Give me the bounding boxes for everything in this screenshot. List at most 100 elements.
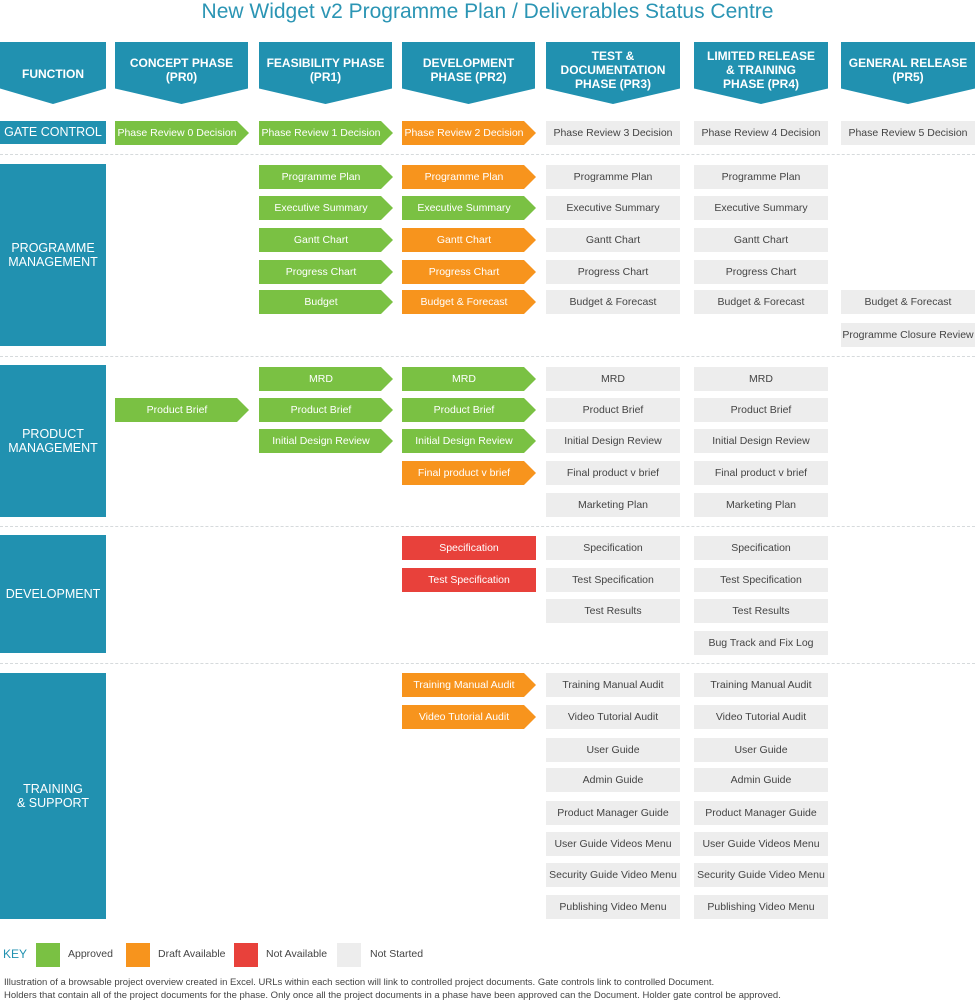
doc-cell[interactable]: User Guide Videos Menu — [546, 832, 680, 856]
header-test-documentation-phase[interactable]: TEST & DOCUMENTATION PHASE (PR3) — [546, 42, 680, 104]
divider — [0, 356, 975, 357]
doc-cell[interactable]: Security Guide Video Menu — [546, 863, 680, 887]
doc-cell[interactable]: Test Results — [546, 599, 680, 623]
doc-cell[interactable]: Marketing Plan — [546, 493, 680, 517]
doc-cell[interactable]: Product Brief — [259, 398, 393, 422]
gate-pr0-decision[interactable]: Phase Review 0 Decision — [115, 121, 249, 145]
doc-cell[interactable]: Executive Summary — [546, 196, 680, 220]
doc-cell[interactable]: Marketing Plan — [694, 493, 828, 517]
doc-cell[interactable]: MRD — [546, 367, 680, 391]
header-concept-phase[interactable]: CONCEPT PHASE (PR0) — [115, 42, 248, 104]
doc-cell[interactable]: Progress Chart — [402, 260, 536, 284]
doc-cell[interactable]: Admin Guide — [546, 768, 680, 792]
header-development-phase[interactable]: DEVELOPMENT PHASE (PR2) — [402, 42, 535, 104]
doc-cell[interactable]: Test Results — [694, 599, 828, 623]
doc-cell[interactable]: Programme Closure Review — [841, 323, 975, 347]
doc-cell[interactable]: Progress Chart — [546, 260, 680, 284]
doc-cell[interactable]: Test Specification — [694, 568, 828, 592]
divider — [0, 526, 975, 527]
doc-cell[interactable]: Initial Design Review — [694, 429, 828, 453]
doc-cell[interactable]: Initial Design Review — [402, 429, 536, 453]
doc-cell[interactable]: Final product v brief — [694, 461, 828, 485]
doc-cell[interactable]: Programme Plan — [259, 165, 393, 189]
doc-cell[interactable]: Budget & Forecast — [694, 290, 828, 314]
doc-cell[interactable]: User Guide Videos Menu — [694, 832, 828, 856]
divider — [0, 154, 975, 155]
doc-cell[interactable]: MRD — [694, 367, 828, 391]
doc-cell[interactable]: Test Specification — [546, 568, 680, 592]
doc-cell[interactable]: User Guide — [694, 738, 828, 762]
doc-cell[interactable]: Initial Design Review — [546, 429, 680, 453]
key-text-approved: Approved — [68, 948, 113, 960]
key-text-not-available: Not Available — [266, 948, 328, 960]
key-swatch-draft — [126, 943, 150, 967]
gate-control-label: GATE CONTROL — [0, 121, 106, 144]
doc-cell[interactable]: Budget — [259, 290, 393, 314]
doc-cell[interactable]: Programme Plan — [694, 165, 828, 189]
doc-cell[interactable]: Test Specification — [402, 568, 536, 592]
doc-cell[interactable]: Product Manager Guide — [546, 801, 680, 825]
doc-cell[interactable]: Product Manager Guide — [694, 801, 828, 825]
doc-cell[interactable]: MRD — [402, 367, 536, 391]
doc-cell[interactable]: MRD — [259, 367, 393, 391]
doc-cell[interactable]: Specification — [402, 536, 536, 560]
doc-cell[interactable]: Programme Plan — [546, 165, 680, 189]
doc-cell[interactable]: Admin Guide — [694, 768, 828, 792]
doc-cell[interactable]: Training Manual Audit — [694, 673, 828, 697]
header-limited-release-phase[interactable]: LIMITED RELEASE & TRAINING PHASE (PR4) — [694, 42, 828, 104]
doc-cell[interactable]: Gantt Chart — [259, 228, 393, 252]
doc-cell[interactable]: Specification — [694, 536, 828, 560]
gate-pr1-decision[interactable]: Phase Review 1 Decision — [259, 121, 393, 145]
doc-cell[interactable]: Publishing Video Menu — [546, 895, 680, 919]
doc-cell[interactable]: Product Brief — [694, 398, 828, 422]
doc-cell[interactable]: Executive Summary — [259, 196, 393, 220]
doc-cell[interactable]: Gantt Chart — [546, 228, 680, 252]
section-programme-management: PROGRAMME MANAGEMENT — [0, 164, 106, 346]
key-swatch-not-available — [234, 943, 258, 967]
key-text-not-started: Not Started — [370, 948, 424, 960]
doc-cell[interactable]: Training Manual Audit — [546, 673, 680, 697]
header-function: FUNCTION — [0, 42, 106, 104]
header-feasibility-phase[interactable]: FEASIBILITY PHASE (PR1) — [259, 42, 392, 104]
doc-cell[interactable]: Final product v brief — [546, 461, 680, 485]
doc-cell[interactable]: Product Brief — [402, 398, 536, 422]
doc-cell[interactable]: Gantt Chart — [694, 228, 828, 252]
doc-cell[interactable]: User Guide — [546, 738, 680, 762]
header-general-release-phase[interactable]: GENERAL RELEASE (PR5) — [841, 42, 975, 104]
doc-cell[interactable]: Initial Design Review — [259, 429, 393, 453]
doc-cell[interactable]: Progress Chart — [259, 260, 393, 284]
doc-cell[interactable]: Budget & Forecast — [841, 290, 975, 314]
doc-cell[interactable]: Video Tutorial Audit — [402, 705, 536, 729]
key-label: KEY — [3, 947, 28, 961]
section-product-management: PRODUCT MANAGEMENT — [0, 365, 106, 517]
doc-cell[interactable]: Specification — [546, 536, 680, 560]
doc-cell[interactable]: Video Tutorial Audit — [694, 705, 828, 729]
doc-cell[interactable]: Executive Summary — [402, 196, 536, 220]
page-title: New Widget v2 Programme Plan / Deliverab… — [201, 0, 774, 23]
doc-cell[interactable]: Bug Track and Fix Log — [694, 631, 828, 655]
gate-pr5-decision[interactable]: Phase Review 5 Decision — [841, 121, 975, 145]
key-swatch-approved — [36, 943, 60, 967]
doc-cell[interactable]: Executive Summary — [694, 196, 828, 220]
doc-cell[interactable]: Progress Chart — [694, 260, 828, 284]
doc-cell[interactable]: Final product v brief — [402, 461, 536, 485]
doc-cell[interactable]: Product Brief — [546, 398, 680, 422]
doc-cell[interactable]: Gantt Chart — [402, 228, 536, 252]
doc-cell[interactable]: Budget & Forecast — [546, 290, 680, 314]
gate-pr2-decision[interactable]: Phase Review 2 Decision — [402, 121, 536, 145]
doc-cell[interactable]: Product Brief — [115, 398, 249, 422]
doc-cell[interactable]: Training Manual Audit — [402, 673, 536, 697]
doc-cell[interactable]: Video Tutorial Audit — [546, 705, 680, 729]
section-development: DEVELOPMENT — [0, 535, 106, 653]
gate-pr4-decision[interactable]: Phase Review 4 Decision — [694, 121, 828, 145]
gate-pr3-decision[interactable]: Phase Review 3 Decision — [546, 121, 680, 145]
doc-cell[interactable]: Publishing Video Menu — [694, 895, 828, 919]
key-swatch-not-started — [337, 943, 361, 967]
divider — [0, 663, 975, 664]
key-text-draft: Draft Available — [158, 948, 226, 960]
doc-cell[interactable]: Budget & Forecast — [402, 290, 536, 314]
doc-cell[interactable]: Security Guide Video Menu — [694, 863, 828, 887]
doc-cell[interactable]: Programme Plan — [402, 165, 536, 189]
footnote-line-1: Illustration of a browsable project over… — [4, 977, 715, 988]
section-training-support: TRAINING & SUPPORT — [0, 673, 106, 919]
